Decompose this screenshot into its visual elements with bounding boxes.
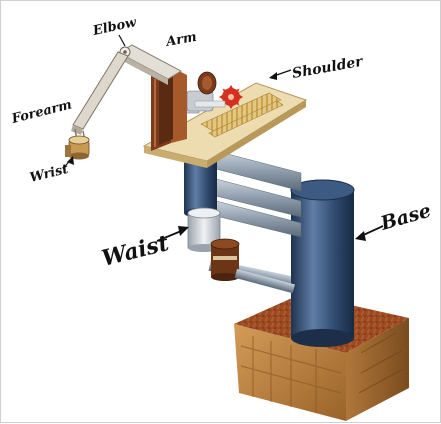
upper-rods <box>215 150 302 238</box>
arm-plate-side <box>171 67 187 143</box>
base-block-side <box>346 318 409 421</box>
shoulder-drive <box>178 71 243 114</box>
forearm <box>71 51 129 142</box>
wrist-assembly <box>65 135 90 160</box>
label-elbow: Elbow <box>91 15 139 39</box>
arm-link <box>151 67 187 151</box>
base-block-front <box>234 324 346 421</box>
shoulder-platform <box>142 82 308 168</box>
waist-motor-body <box>211 244 239 277</box>
base-pillar-bottom <box>291 329 354 347</box>
waist-motor-top <box>210 238 240 250</box>
waist-motor <box>210 238 295 294</box>
base-block <box>234 294 409 421</box>
label-waist: Waist <box>99 230 171 272</box>
label-wrist: Wrist <box>28 162 70 186</box>
label-base: Base <box>377 200 433 236</box>
label-forearm: Forearm <box>9 97 73 127</box>
base-pillar-body <box>291 190 354 338</box>
base-pillar-top <box>290 179 355 201</box>
shoulder-rack <box>200 92 282 132</box>
upper-arm <box>117 44 183 85</box>
base-pillar <box>290 179 355 347</box>
label-arm: Arm <box>163 30 198 50</box>
forearm-link <box>72 51 129 130</box>
label-shoulder: Shoulder <box>291 54 365 82</box>
